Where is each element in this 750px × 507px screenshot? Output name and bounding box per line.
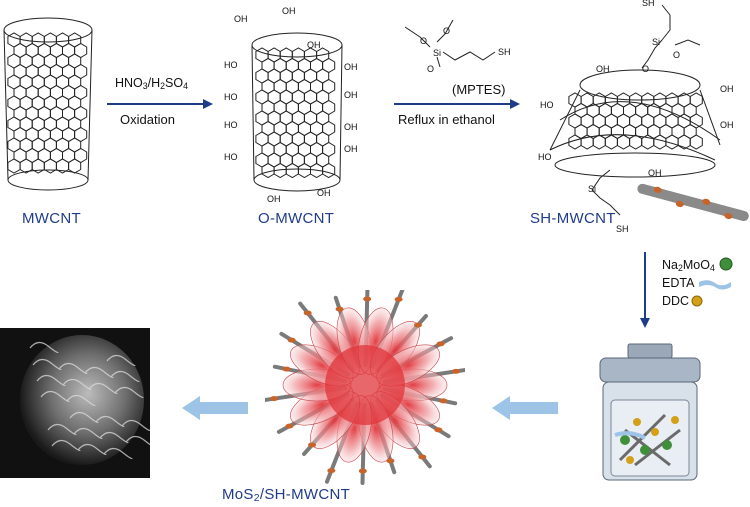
svg-text:OH: OH: [344, 62, 358, 72]
svg-text:Si: Si: [588, 184, 596, 194]
svg-text:Si: Si: [433, 48, 441, 58]
svg-text:HO: HO: [224, 152, 238, 162]
svg-text:O: O: [427, 64, 434, 74]
svg-text:SH: SH: [616, 224, 629, 234]
svg-text:SH: SH: [498, 47, 511, 57]
sh-mwcnt-label: SH-MWCNT: [530, 210, 616, 227]
edta-label: EDTA: [662, 276, 695, 290]
arrow-step4: [492, 396, 558, 420]
arrow-step5: [182, 396, 248, 420]
svg-text:OH: OH: [720, 84, 734, 94]
svg-text:HO: HO: [538, 152, 552, 162]
svg-text:OH: OH: [344, 144, 358, 154]
svg-text:HO: HO: [224, 120, 238, 130]
sem-image: [0, 328, 150, 478]
mos2-sh-mwcnt-flower: [265, 290, 465, 485]
svg-text:OH: OH: [282, 6, 296, 16]
svg-text:HO: HO: [540, 100, 554, 110]
svg-text:HO: HO: [224, 60, 238, 70]
sh-mwcnt-structure: SH Si O O OH HO OH OH HO Si OH SH: [538, 0, 749, 234]
svg-text:O: O: [642, 64, 649, 74]
oh-label: OH: [234, 14, 248, 24]
mwcnt-structure: [3, 17, 93, 191]
na2moo4-label: Na2MoO4: [662, 258, 715, 273]
o-mwcnt-structure: OH OH OH HO HO HO HO OH OH OH OH OH OH: [224, 6, 358, 204]
svg-text:OH: OH: [267, 194, 281, 204]
step2-condition: Reflux in ethanol: [398, 112, 495, 127]
svg-text:OH: OH: [344, 90, 358, 100]
step1-condition: Oxidation: [120, 112, 175, 127]
gold-ball-icon: [691, 295, 703, 307]
step2-reagent: (MPTES): [452, 82, 506, 97]
svg-text:OH: OH: [317, 188, 331, 198]
svg-text:O: O: [420, 36, 427, 46]
svg-text:O: O: [443, 26, 450, 36]
mos2-sh-mwcnt-label: MoS2/SH-MWCNT: [222, 486, 351, 504]
svg-text:OH: OH: [720, 120, 734, 130]
o-mwcnt-label: O-MWCNT: [258, 210, 335, 227]
green-ball-icon: [719, 257, 733, 271]
svg-text:OH: OH: [596, 64, 610, 74]
step1-reagent: HNO3/H2SO4: [115, 76, 188, 91]
svg-text:OH: OH: [307, 40, 321, 50]
svg-text:SH: SH: [642, 0, 655, 8]
svg-text:OH: OH: [344, 122, 358, 132]
svg-text:Si: Si: [652, 37, 660, 47]
mptes-structure: O O Si O SH: [404, 19, 511, 74]
arrow-step2: [394, 99, 520, 109]
ddc-label: DDC: [662, 294, 690, 308]
svg-text:OH: OH: [648, 168, 662, 178]
autoclave-vessel: [599, 343, 701, 481]
edta-ribbon-icon: [699, 280, 731, 290]
mwcnt-label: MWCNT: [22, 210, 81, 227]
arrow-step3: [640, 252, 650, 328]
arrow-step1: [107, 99, 213, 109]
svg-text:HO: HO: [224, 92, 238, 102]
svg-text:O: O: [673, 50, 680, 60]
